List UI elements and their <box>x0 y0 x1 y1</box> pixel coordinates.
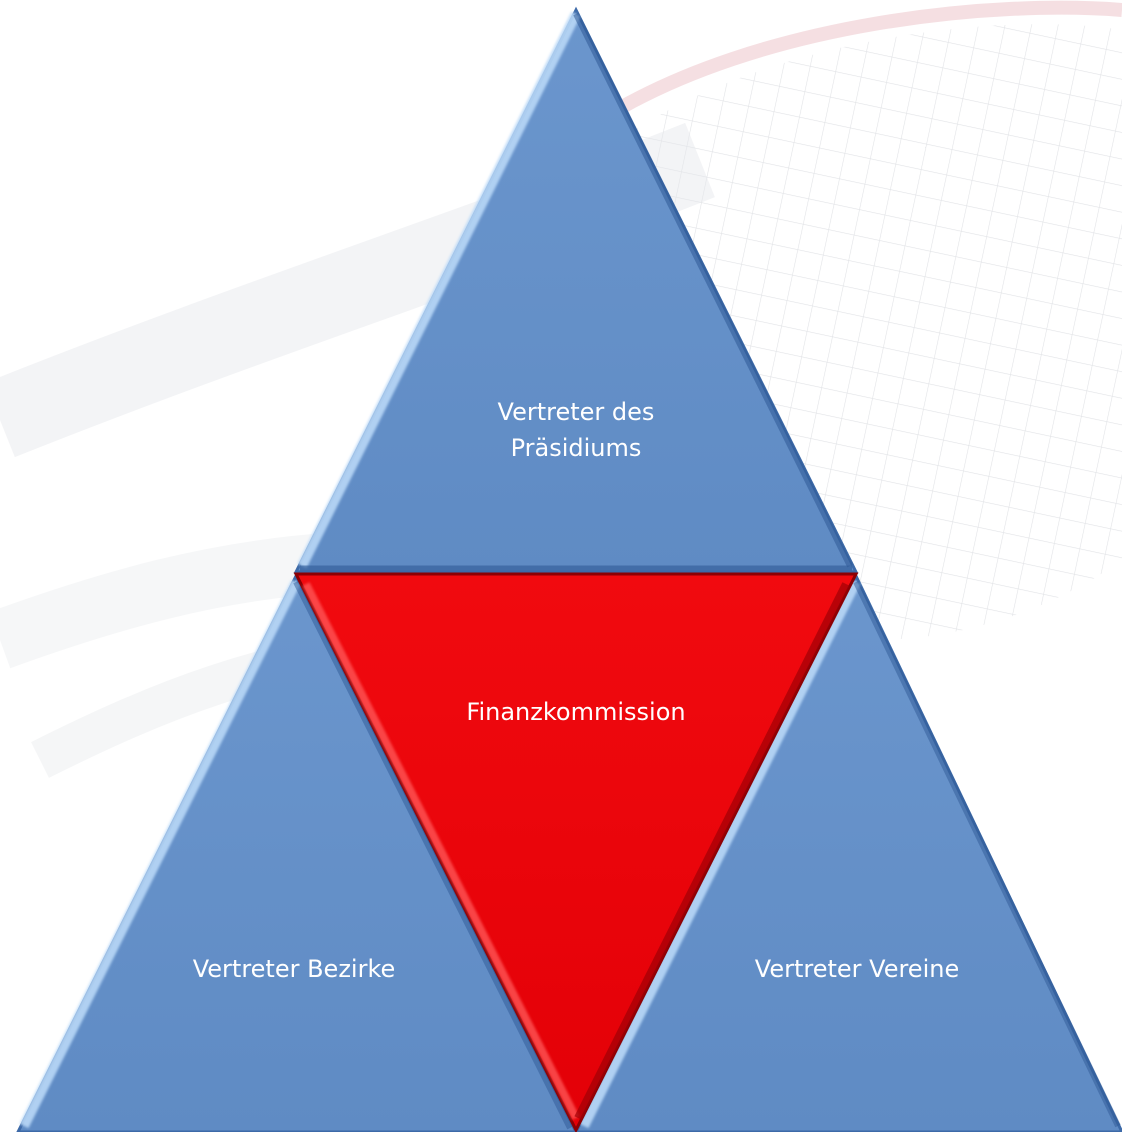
label-top-line2: Präsidiums <box>511 434 642 462</box>
label-right: Vertreter Vereine <box>755 955 959 983</box>
triangle-left <box>16 572 578 1132</box>
triangle-top <box>293 6 859 574</box>
triangle-right <box>574 572 1122 1132</box>
label-left: Vertreter Bezirke <box>193 955 396 983</box>
triangle-center <box>293 572 859 1132</box>
label-top-line1: Vertreter des <box>498 398 655 426</box>
label-center: Finanzkommission <box>466 698 685 726</box>
